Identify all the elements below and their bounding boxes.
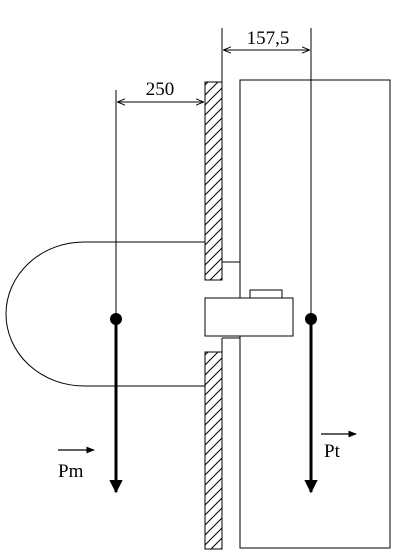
dimension-label-250: 250 bbox=[146, 79, 175, 100]
dimension-label-157-5: 157,5 bbox=[247, 28, 290, 49]
force-label-pt: Pt bbox=[324, 441, 341, 462]
mounting-plate-lower bbox=[204, 351, 223, 550]
shaft bbox=[204, 297, 294, 337]
force-label-pm: Pm bbox=[58, 461, 84, 482]
shaft-key bbox=[249, 289, 283, 299]
mounting-plate-upper bbox=[204, 81, 223, 281]
motor-body bbox=[5, 241, 205, 387]
